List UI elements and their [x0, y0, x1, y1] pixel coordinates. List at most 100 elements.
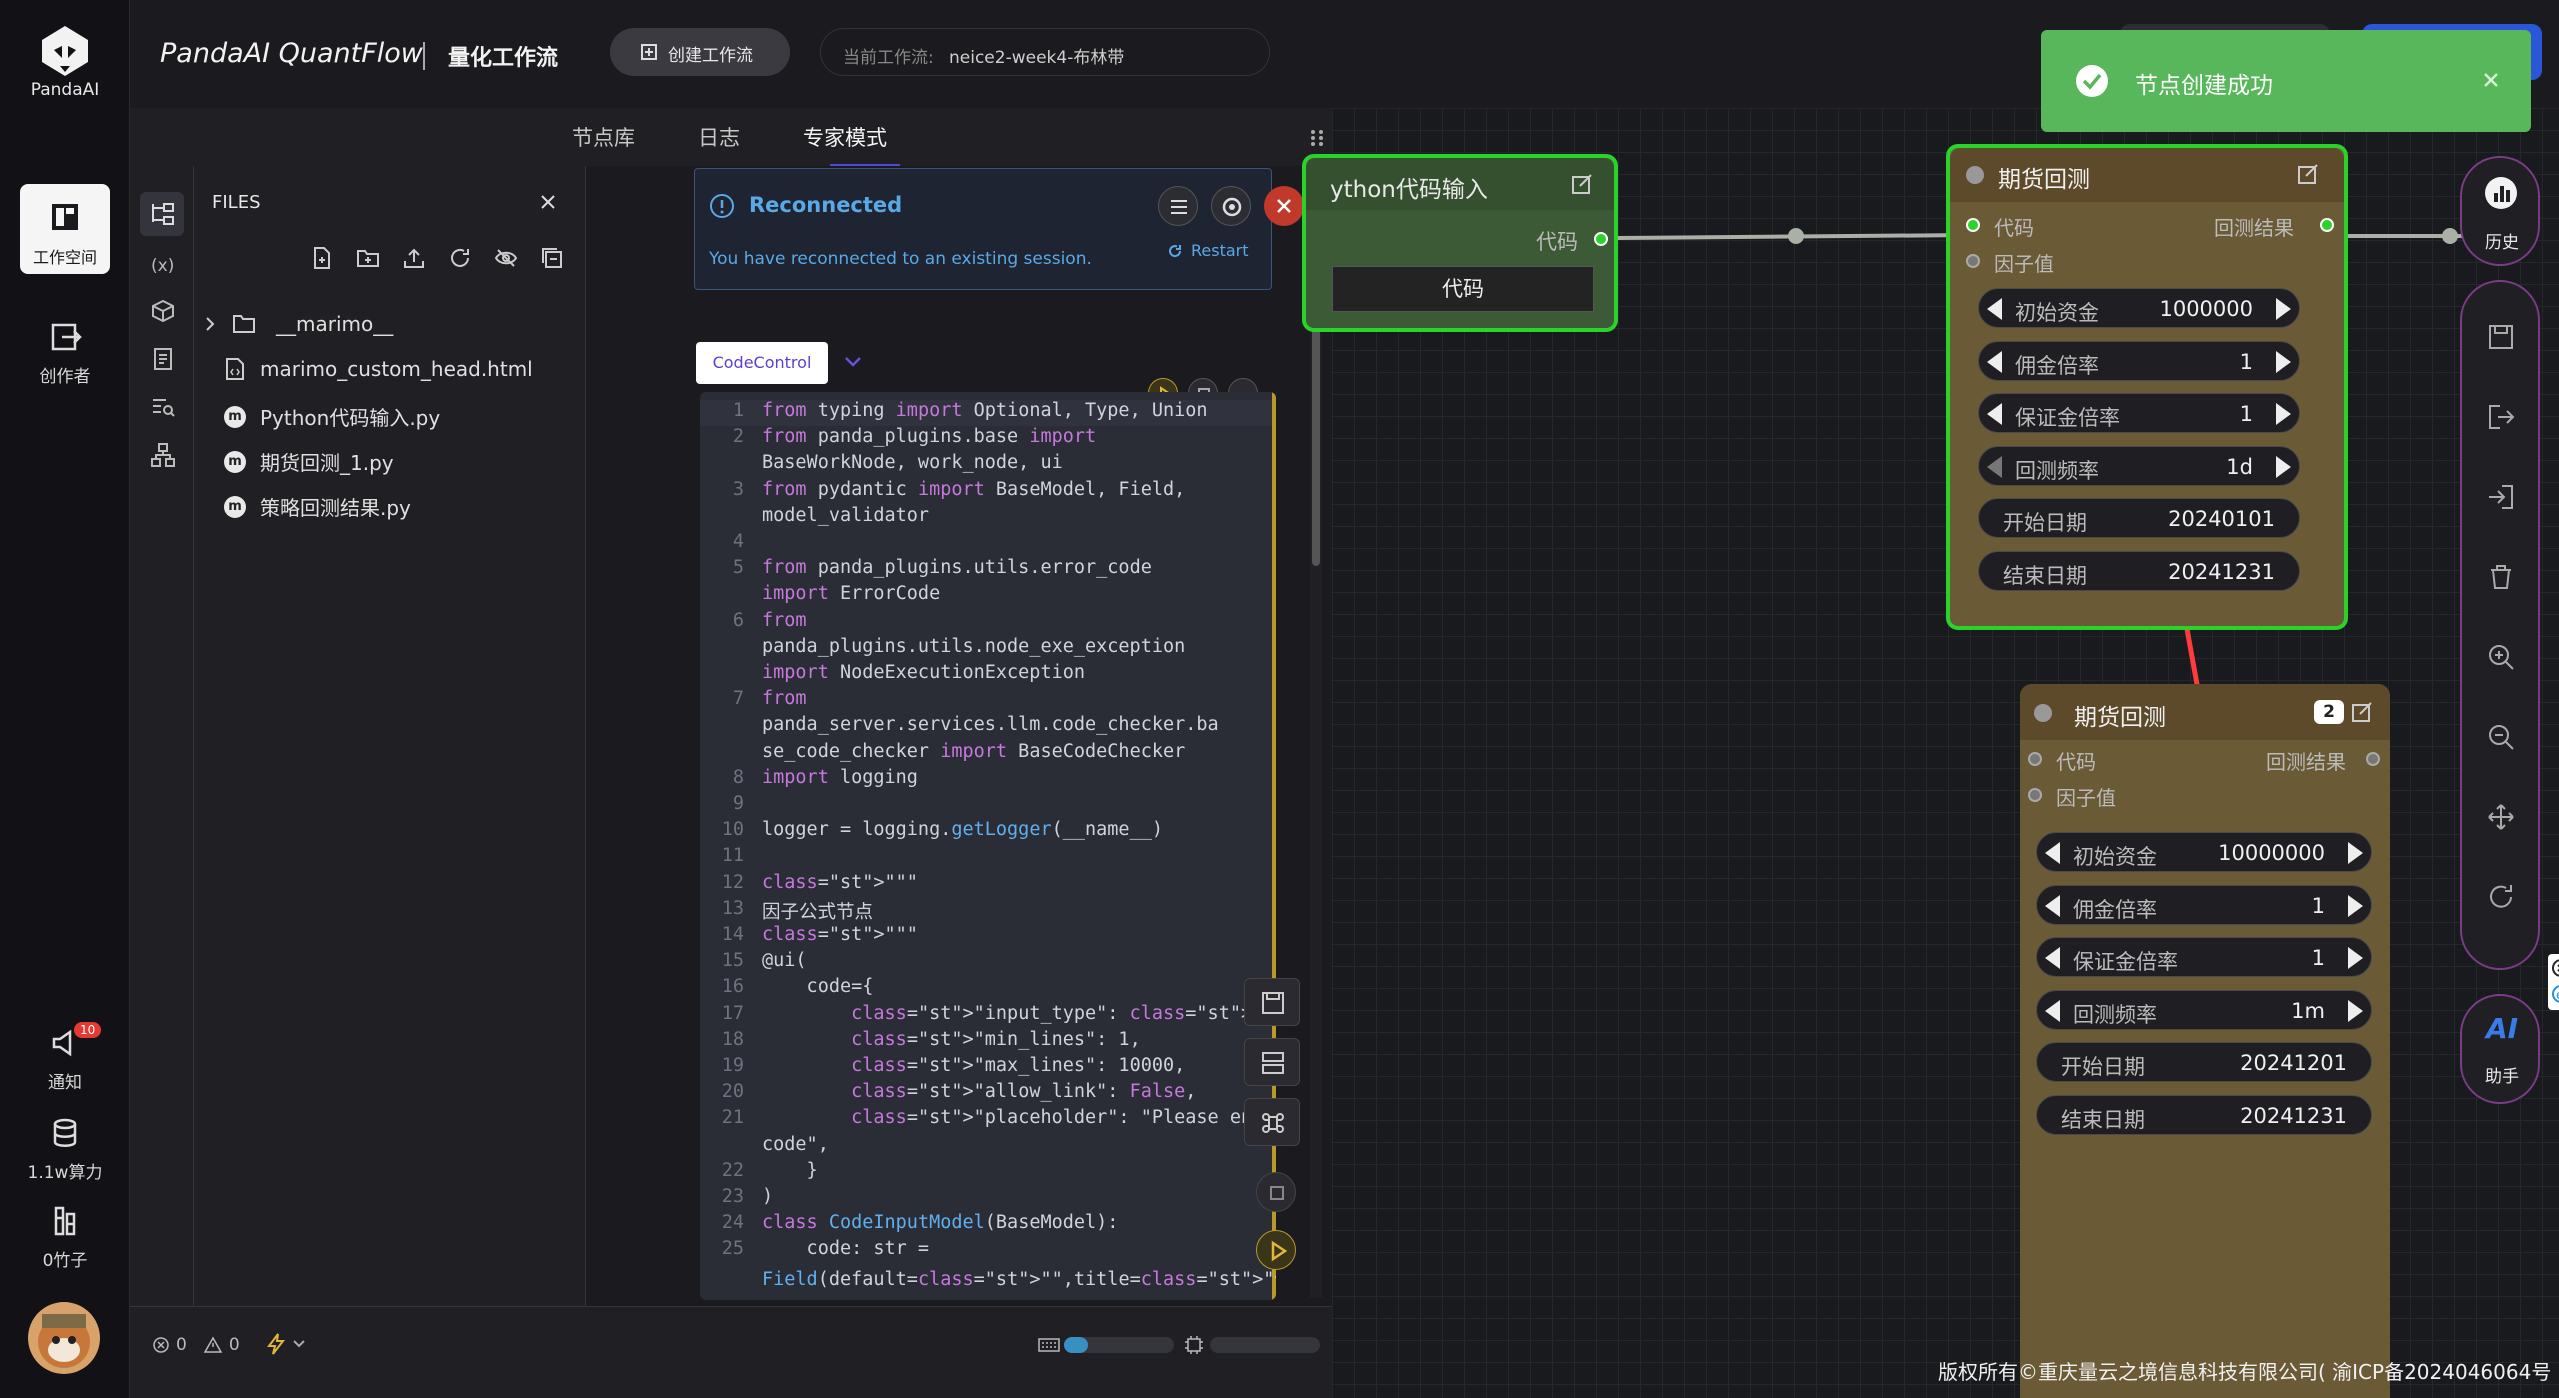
tree-view-icon[interactable]: [140, 192, 184, 236]
trash-icon[interactable]: [2486, 562, 2516, 592]
decrement-arrow-icon[interactable]: [1987, 350, 2002, 373]
increment-arrow-icon[interactable]: [2348, 999, 2363, 1022]
scrollbar-thumb[interactable]: [1312, 196, 1320, 566]
save-icon[interactable]: [2486, 322, 2516, 352]
increment-arrow-icon[interactable]: [2276, 350, 2291, 373]
list-item[interactable]: marimo_custom_head.html: [224, 357, 533, 381]
decrement-arrow-icon[interactable]: [2045, 842, 2060, 864]
list-item[interactable]: m 期货回测_1.py: [224, 447, 394, 476]
runtime-menu[interactable]: [266, 1333, 306, 1355]
search-list-icon[interactable]: [150, 394, 176, 420]
decrement-arrow-icon[interactable]: [2045, 894, 2060, 917]
increment-arrow-icon[interactable]: [2276, 403, 2291, 425]
rail-bamboo-button[interactable]: 0竹子: [20, 1204, 110, 1271]
mini-side-widget[interactable]: e: [2548, 954, 2559, 1010]
close-icon[interactable]: [538, 192, 558, 212]
export-icon[interactable]: [2486, 402, 2516, 432]
list-item[interactable]: m 策略回测结果.py: [224, 492, 411, 521]
tab-expert-mode[interactable]: 专家模式: [803, 126, 887, 150]
rail-workspace-button[interactable]: 工作空间: [20, 184, 110, 274]
tab-logs[interactable]: 日志: [698, 126, 740, 150]
decrement-arrow-icon[interactable]: [1987, 403, 2002, 425]
output-port[interactable]: [2320, 218, 2334, 232]
reset-icon[interactable]: [2486, 882, 2516, 912]
cell-name-tag[interactable]: CodeControl: [696, 342, 828, 384]
save-button[interactable]: [1244, 978, 1300, 1026]
collapse-all-icon[interactable]: [540, 246, 564, 270]
new-folder-icon[interactable]: [356, 246, 380, 270]
error-count[interactable]: 0 0: [152, 1335, 240, 1355]
rail-notify-button[interactable]: 10 通知: [20, 1022, 110, 1093]
import-icon[interactable]: [2486, 482, 2516, 512]
rail-creator-button[interactable]: 创作者: [20, 320, 110, 387]
input-port-factor[interactable]: [1966, 254, 1980, 268]
edit-icon[interactable]: [1570, 172, 1594, 196]
increment-arrow-icon[interactable]: [2348, 947, 2363, 969]
increment-arrow-icon[interactable]: [2276, 298, 2291, 320]
decrement-arrow-icon[interactable]: [1987, 298, 2002, 320]
drag-handle-icon[interactable]: [1310, 128, 1324, 148]
dependency-graph-icon[interactable]: [150, 442, 176, 468]
scroll-icon[interactable]: [150, 346, 176, 372]
package-icon[interactable]: [150, 298, 176, 324]
edit-icon[interactable]: [2296, 162, 2320, 186]
menu-button[interactable]: [1158, 186, 1198, 226]
rail-compute-button[interactable]: 1.1w算力: [20, 1116, 110, 1183]
zoom-in-icon[interactable]: [2486, 642, 2516, 672]
output-port[interactable]: [2366, 752, 2380, 766]
stop-all-button[interactable]: [1256, 1172, 1296, 1212]
settings-button[interactable]: [1211, 186, 1251, 226]
chevron-down-icon[interactable]: [844, 356, 862, 368]
hide-eye-icon[interactable]: [494, 246, 518, 270]
zoom-out-icon[interactable]: [2486, 722, 2516, 752]
variables-icon[interactable]: (x): [150, 252, 176, 278]
editor-scrollbar[interactable]: [1310, 176, 1322, 1298]
refresh-icon[interactable]: [448, 246, 472, 270]
upload-icon[interactable]: [402, 246, 426, 270]
decrement-arrow-icon[interactable]: [2045, 999, 2060, 1022]
shutdown-button[interactable]: [1264, 186, 1304, 226]
increment-arrow-icon[interactable]: [2348, 894, 2363, 917]
decrement-arrow-icon[interactable]: [2045, 947, 2060, 969]
output-port[interactable]: [1594, 232, 1608, 246]
new-file-icon[interactable]: [310, 246, 334, 270]
assistant-button[interactable]: AI 助手: [2460, 994, 2540, 1104]
tab-node-library[interactable]: 节点库: [572, 126, 635, 150]
create-workflow-button[interactable]: 创建工作流: [610, 28, 790, 76]
code-input-button[interactable]: 代码: [1332, 266, 1594, 312]
python-code-node[interactable]: ython代码输入 代码 代码: [1302, 154, 1618, 332]
history-button[interactable]: 历史: [2460, 156, 2540, 266]
list-item[interactable]: __marimo__: [202, 312, 393, 336]
command-button[interactable]: [1244, 1098, 1300, 1146]
input-port-code[interactable]: [2028, 752, 2042, 766]
input-port-code[interactable]: [1966, 218, 1980, 232]
restart-button[interactable]: Restart: [1167, 241, 1249, 260]
avatar[interactable]: [28, 1302, 100, 1374]
list-item[interactable]: m Python代码输入.py: [224, 402, 440, 431]
move-icon[interactable]: [2486, 802, 2516, 832]
decrement-arrow-icon[interactable]: [1987, 455, 2002, 478]
input-port-factor[interactable]: [2028, 788, 2042, 802]
run-all-button[interactable]: [1256, 1230, 1296, 1270]
edit-icon[interactable]: [2350, 700, 2374, 724]
layout-button[interactable]: [1244, 1038, 1300, 1086]
close-icon[interactable]: [2481, 70, 2501, 90]
increment-arrow-icon[interactable]: [2276, 455, 2291, 478]
increment-arrow-icon[interactable]: [2348, 842, 2363, 864]
